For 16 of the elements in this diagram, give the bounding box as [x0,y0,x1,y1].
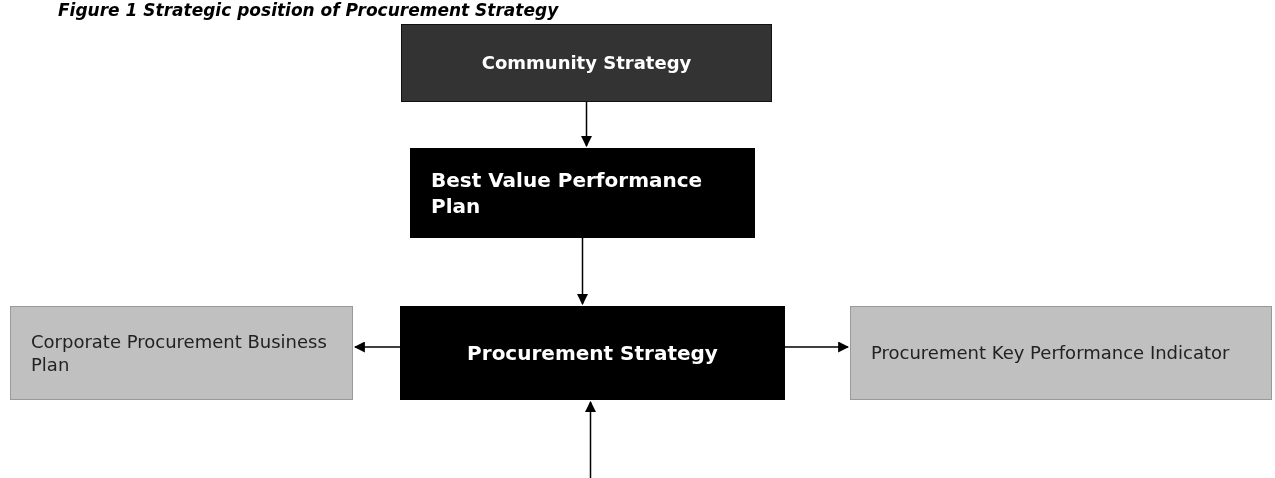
box-label: Procurement Strategy [466,340,719,366]
box-label: Best Value Performance Plan [431,167,704,219]
process-box [400,306,785,400]
arrow [585,400,596,478]
arrow [577,237,588,306]
arrow [353,341,401,353]
process-box [410,148,755,238]
figure-title: Figure 1 Strategic position of Procurement Strategy [58,0,559,20]
process-box [10,306,353,400]
box-label: Procurement Key Performance Indicator [871,341,1231,365]
box-label: Community Strategy [480,51,693,75]
process-box [850,306,1272,400]
process-box [401,24,772,102]
box-label: Corporate Procurement Business Plan [31,329,328,377]
arrow [784,341,850,353]
arrow [581,101,592,148]
